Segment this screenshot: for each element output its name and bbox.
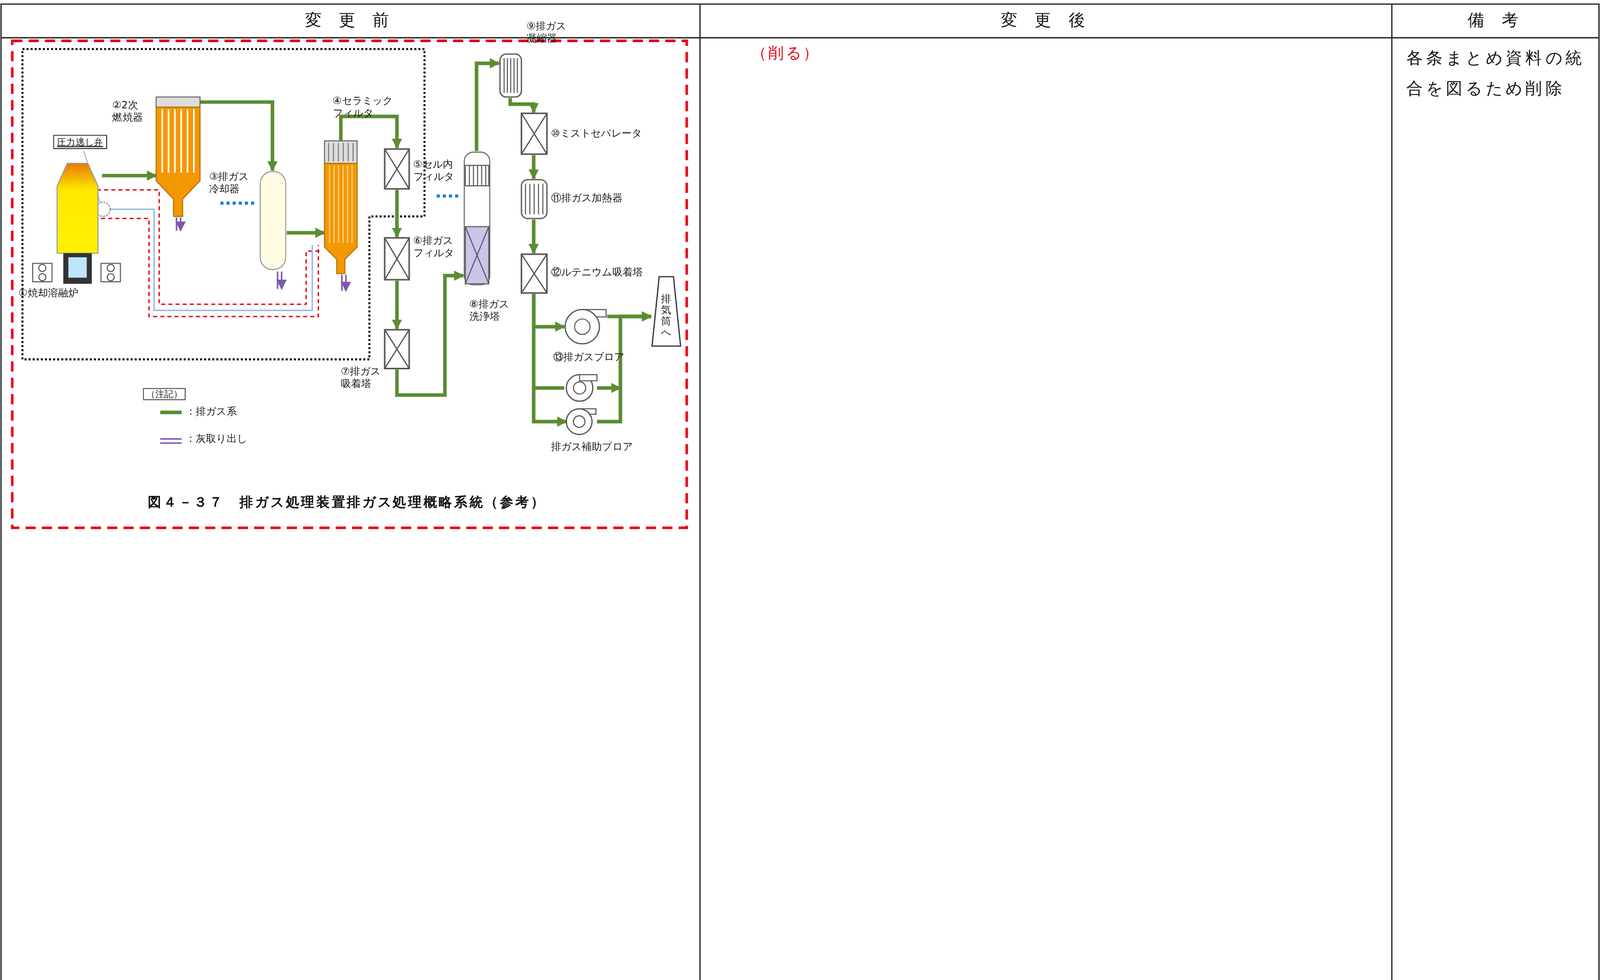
equipment-shape bbox=[498, 52, 523, 98]
equipment-cross: ⑤セル内 フィルタ bbox=[383, 147, 411, 190]
equipment-cross: ⑫ルテニウム吸着塔 bbox=[520, 252, 548, 294]
equipment-label: 排ガス補助ブロア bbox=[551, 440, 633, 453]
legend-heading: （注記） bbox=[142, 387, 186, 401]
equipment-label: ⑬排ガスブロア bbox=[553, 351, 625, 363]
equipment-fan: ⑬排ガスブロア bbox=[564, 306, 608, 348]
equipment-shape bbox=[52, 163, 102, 284]
equipment-shape bbox=[520, 178, 548, 220]
equipment-label: ①焼却溶融炉 bbox=[18, 286, 79, 299]
equipment-burner: ②2次 燃焼器 bbox=[156, 97, 201, 217]
gas-flow-line bbox=[286, 231, 325, 235]
cell-boundary bbox=[22, 49, 425, 360]
gas-flow-line bbox=[531, 155, 536, 179]
equipment-tubes: ⑨排ガス 凝縮器 bbox=[498, 52, 523, 98]
deletion-note: （削る） bbox=[751, 44, 821, 63]
equipment-ceramic: ④セラミック フィルタ bbox=[324, 140, 357, 274]
equipment-label: ⑤セル内 フィルタ bbox=[413, 157, 455, 182]
equipment-label: ⑦排ガス 吸着塔 bbox=[340, 365, 381, 389]
equipment-label: ⑩ミストセパレータ bbox=[551, 127, 642, 140]
remark-text: 各条まとめ資料の統合を図るため削除 bbox=[1406, 42, 1597, 105]
bypass-lines bbox=[83, 150, 323, 317]
column-header: 備 考 bbox=[1391, 11, 1600, 30]
equipment-label: ⑥排ガス フィルタ bbox=[413, 234, 455, 259]
equipment-tubes: ⑪排ガス加熱器 bbox=[520, 178, 548, 220]
column-header: 変 更 後 bbox=[699, 11, 1392, 30]
equipment-shape bbox=[156, 97, 201, 217]
equipment-shape bbox=[520, 252, 548, 294]
gas-flow-line bbox=[531, 219, 536, 253]
equipment-shape bbox=[463, 150, 491, 286]
legend-samples bbox=[160, 412, 182, 443]
gas-flow-line bbox=[510, 98, 534, 113]
equipment-shape bbox=[564, 306, 608, 348]
equipment-label: ⑪排ガス加熱器 bbox=[551, 192, 623, 204]
equipment-cross: ⑩ミストセパレータ bbox=[520, 112, 548, 155]
gas-flow-line bbox=[533, 293, 564, 327]
equipment-shape bbox=[383, 147, 411, 190]
gas-flow-line bbox=[476, 63, 499, 151]
label-box: 圧力逃し弁 bbox=[52, 134, 107, 149]
equipment-label: ③排ガス 冷却器 bbox=[209, 170, 250, 194]
equipment-label: ⑧排ガス 洗浄塔 bbox=[469, 297, 510, 322]
equipment-shape bbox=[566, 406, 597, 437]
column-header: 変 更 前 bbox=[0, 11, 700, 30]
table-lines bbox=[1, 4, 1599, 980]
equipment-label: ②2次 燃焼器 bbox=[112, 99, 143, 123]
gas-flow-line bbox=[200, 101, 273, 171]
equipment-shape bbox=[324, 140, 357, 274]
equipment-fan: 排ガス補助ブロア bbox=[566, 406, 597, 437]
equipment-shape bbox=[383, 236, 411, 281]
equipment-label: ⑨排ガス 凝縮器 bbox=[526, 20, 567, 44]
equipment-cross: ⑦排ガス 吸着塔 bbox=[383, 328, 411, 370]
stack-label: 排気筒へ bbox=[661, 292, 672, 338]
equipment-stack: 排気筒へ bbox=[650, 275, 682, 347]
equipment-label: ④セラミック フィルタ bbox=[332, 94, 394, 119]
gas-flow-line bbox=[596, 316, 651, 422]
equipment-furnace: ①焼却溶融炉 bbox=[52, 163, 102, 284]
gas-flow-line bbox=[101, 173, 156, 178]
equipment-column: ⑧排ガス 洗浄塔 bbox=[463, 150, 491, 286]
gas-flow-line bbox=[395, 280, 400, 329]
gas-flow-line bbox=[395, 189, 400, 237]
change-frame bbox=[12, 41, 687, 528]
standby-blower bbox=[533, 374, 621, 402]
equipment-shape bbox=[259, 170, 288, 270]
equipment-shape bbox=[383, 328, 411, 370]
legend-text: ：排ガス系 bbox=[185, 404, 237, 417]
legend-text: ：灰取り出し bbox=[185, 432, 248, 445]
valve-label: 圧力逃し弁 bbox=[57, 136, 103, 147]
equipment-shape bbox=[520, 112, 548, 155]
equipment-cooler: ③排ガス 冷却器 bbox=[259, 170, 288, 270]
figure-caption: 図４－３７ 排ガス処理装置排ガス処理概略系統（参考） bbox=[30, 495, 664, 511]
equipment-label: ⑫ルテニウム吸着塔 bbox=[551, 266, 643, 278]
equipment-cross: ⑥排ガス フィルタ bbox=[383, 236, 411, 281]
